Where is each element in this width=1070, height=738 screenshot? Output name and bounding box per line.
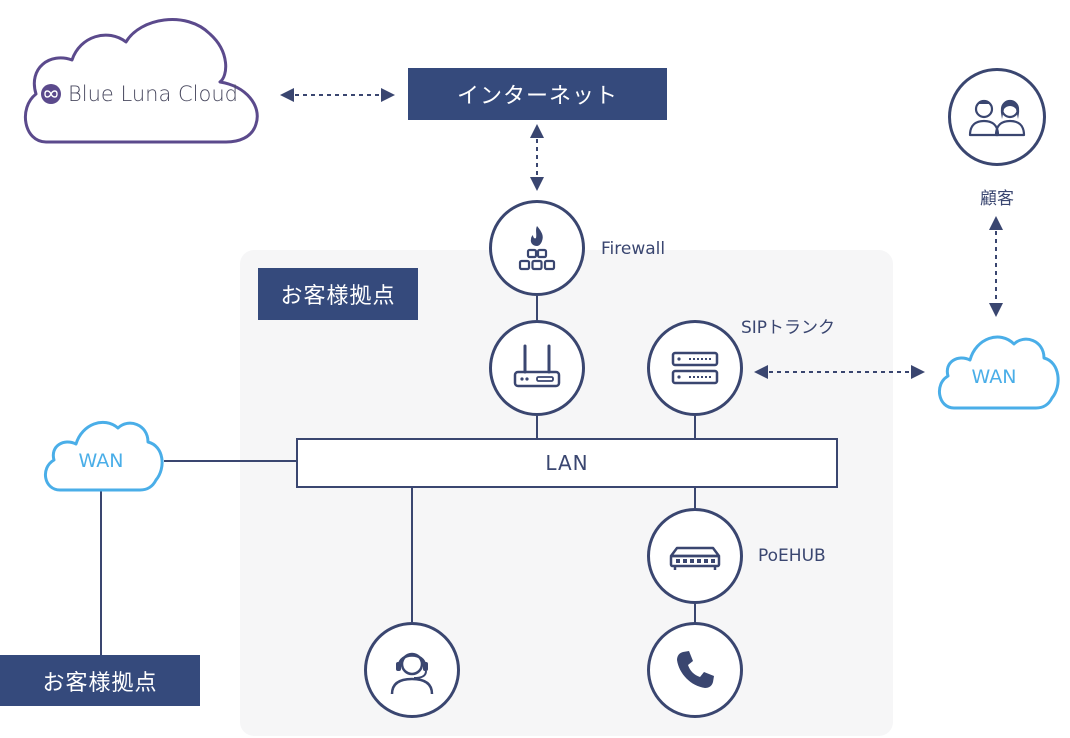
brand-name: Blue Luna Cloud bbox=[68, 82, 238, 106]
phone-icon bbox=[677, 651, 714, 688]
firewall-node bbox=[489, 200, 585, 296]
router-icon bbox=[513, 344, 561, 388]
switch-hub-icon bbox=[669, 546, 721, 570]
remote-site-label: お客様拠点 bbox=[42, 670, 158, 696]
internet-label: インターネット bbox=[456, 84, 618, 109]
wan-left-cloud bbox=[44, 421, 164, 492]
server-icon bbox=[671, 351, 719, 385]
operator-node bbox=[364, 622, 460, 718]
customers-icon bbox=[968, 99, 1026, 137]
brand-logo: Blue Luna Cloud bbox=[40, 82, 238, 106]
customers-label: 顧客 bbox=[980, 189, 1014, 209]
poe-hub-node bbox=[647, 508, 743, 604]
internet-box: インターネット bbox=[408, 68, 667, 120]
cloud-shape bbox=[24, 18, 259, 144]
customer-site-label: お客様拠点 bbox=[280, 284, 396, 309]
wan-right-cloud bbox=[938, 335, 1060, 410]
phone-node bbox=[647, 622, 743, 718]
router-node bbox=[489, 320, 585, 416]
wan-left-label: WAN bbox=[78, 450, 124, 472]
headset-operator-icon bbox=[390, 652, 434, 695]
lan-label: LAN bbox=[545, 451, 589, 475]
lan-box: LAN bbox=[296, 438, 838, 488]
remote-site-box: お客様拠点 bbox=[0, 655, 200, 706]
customers-node bbox=[948, 68, 1046, 166]
firewall-label: Firewall bbox=[601, 239, 666, 259]
firewall-icon bbox=[518, 226, 556, 271]
customer-site-label-box: お客様拠点 bbox=[258, 268, 418, 320]
infinity-logo-icon bbox=[41, 84, 61, 104]
poe-hub-label: PoEHUB bbox=[758, 546, 826, 566]
sip-trunk-node bbox=[647, 320, 743, 416]
wan-right-label: WAN bbox=[971, 366, 1017, 388]
sip-trunk-label: SIPトランク bbox=[741, 318, 836, 338]
